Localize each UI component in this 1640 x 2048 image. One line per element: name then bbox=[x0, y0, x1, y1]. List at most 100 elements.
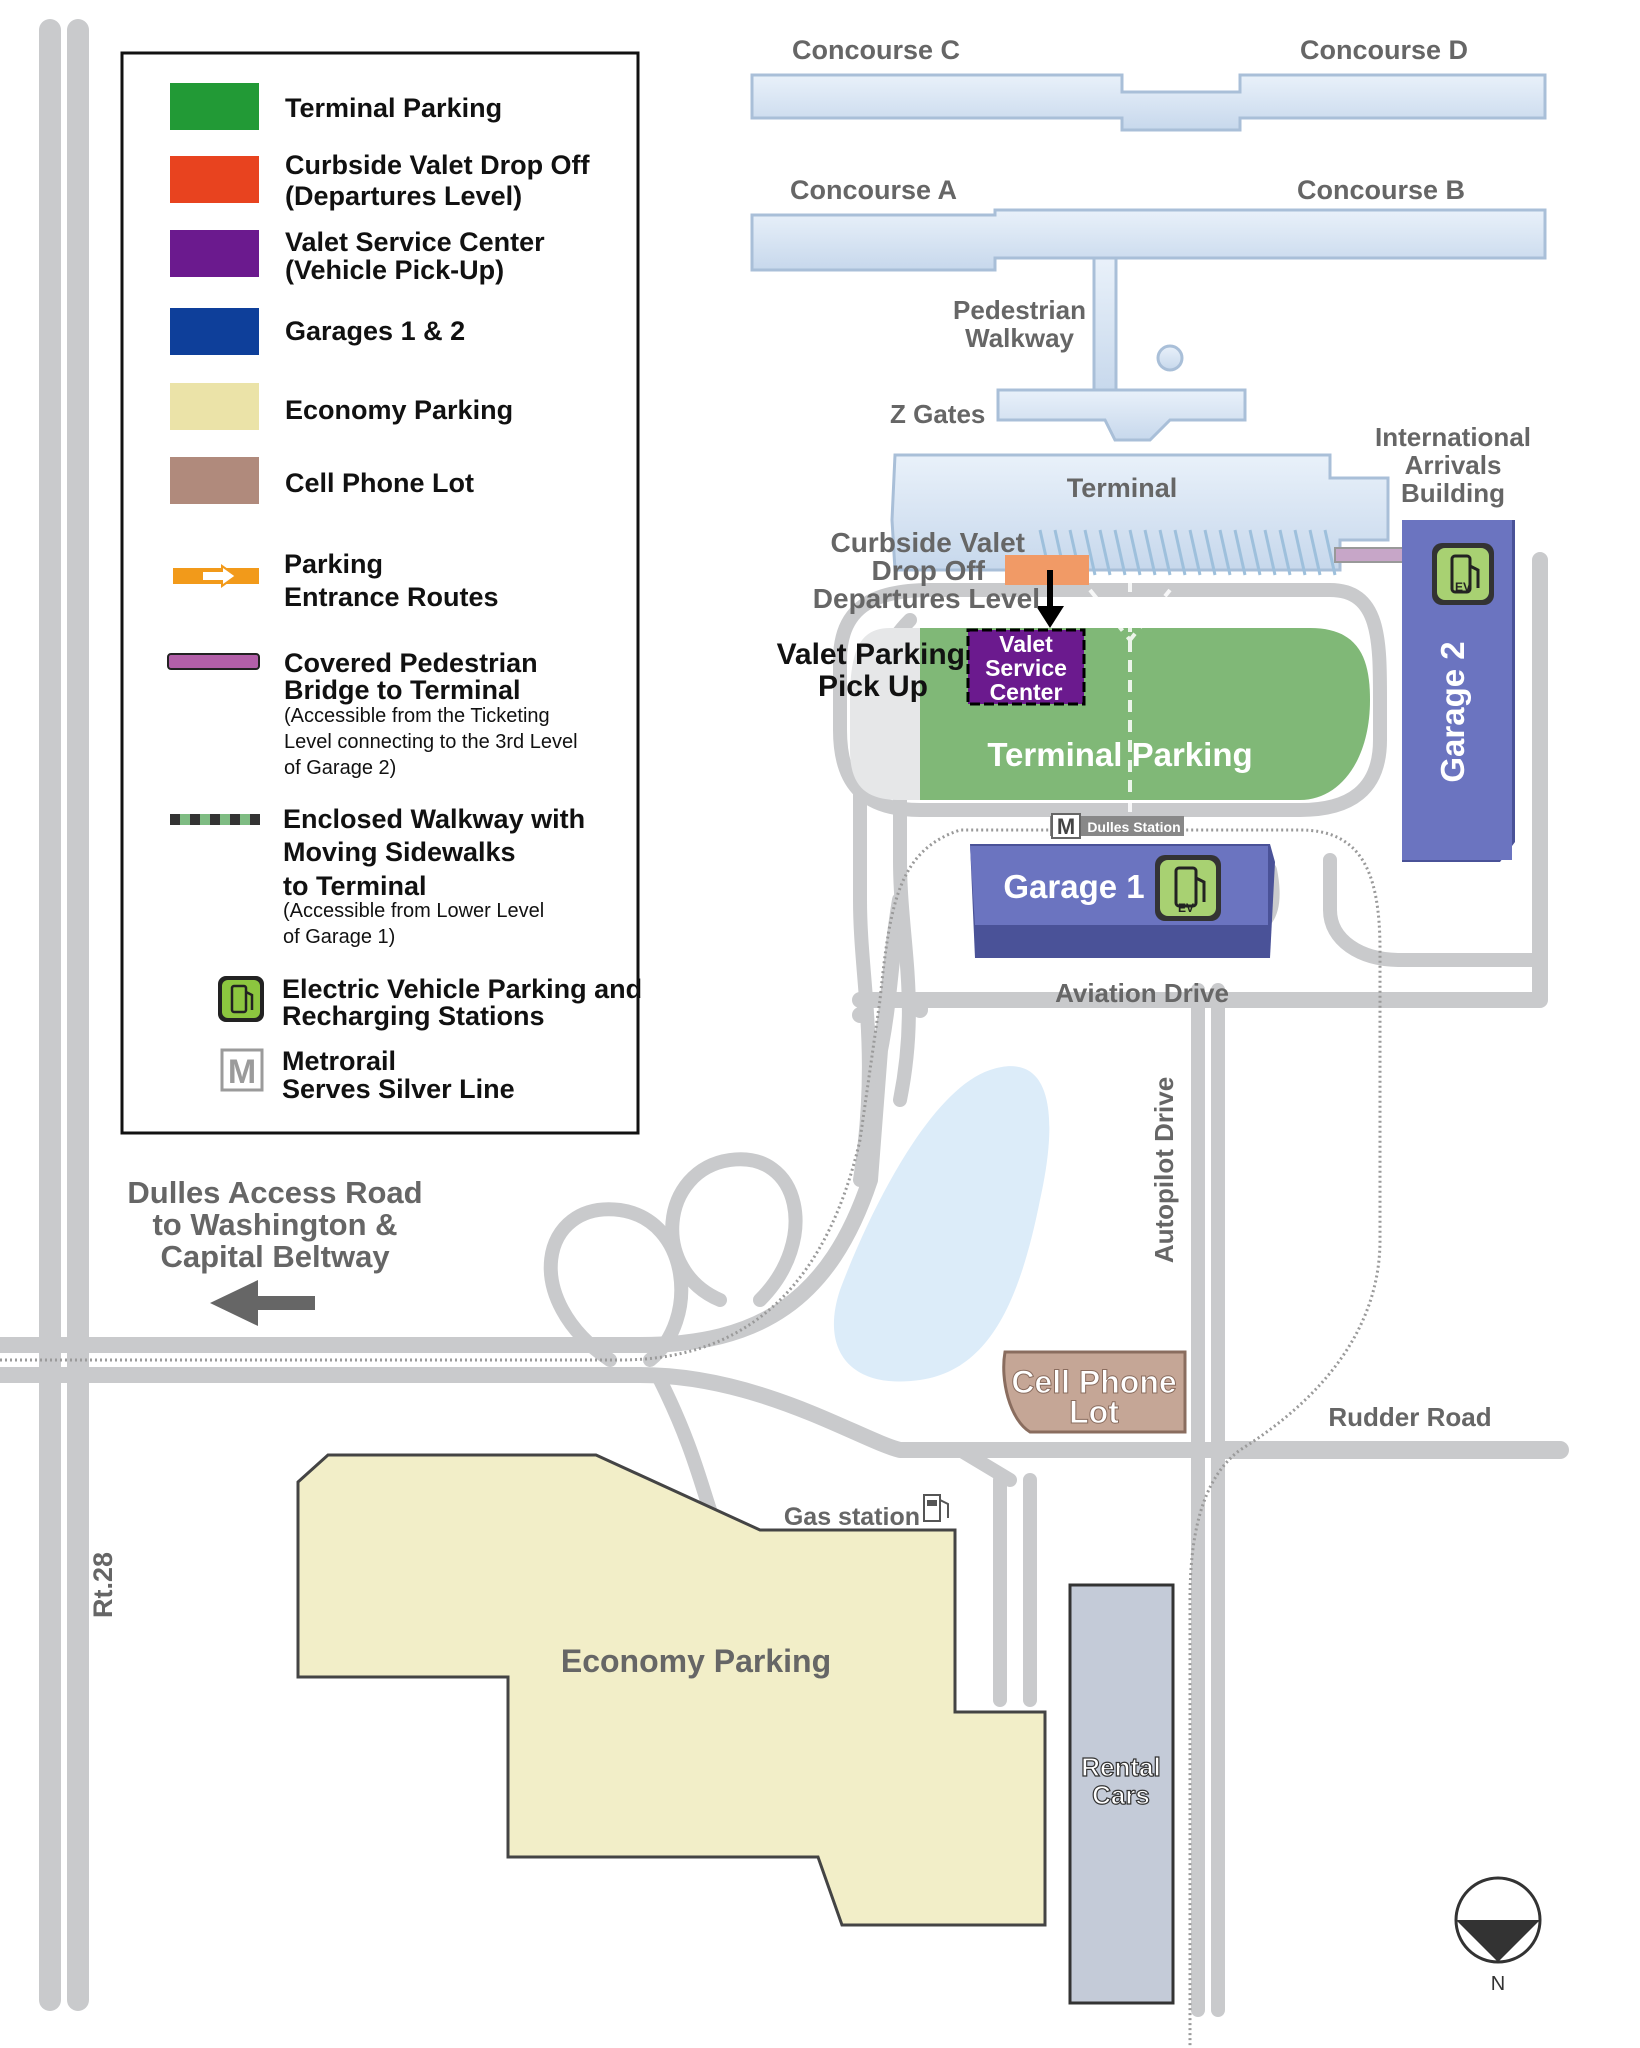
ev-label-garage1: EV bbox=[1178, 901, 1194, 915]
legend-label-ev-2: Recharging Stations bbox=[282, 1001, 545, 1031]
valet-pickup-label-1: Valet Parking bbox=[777, 638, 965, 671]
curbside-valet-label-2: Drop Off bbox=[871, 555, 985, 586]
terminal-ramp-inner bbox=[893, 693, 916, 1107]
concourse-d-label: Concourse D bbox=[1300, 35, 1468, 65]
pedestrian-walkway bbox=[1092, 256, 1118, 395]
legend-label-covered-bridge-2: Bridge to Terminal bbox=[284, 675, 521, 705]
cloverleaf-loop-1 bbox=[665, 1152, 803, 1307]
pond bbox=[833, 1066, 1050, 1382]
intl-arrivals-label-2: Arrivals bbox=[1405, 450, 1502, 480]
ramp-to-economy bbox=[653, 1373, 717, 1517]
cell-phone-lot-label-1: Cell Phone bbox=[1011, 1364, 1176, 1400]
valet-center-label-3: Center bbox=[990, 679, 1063, 705]
cell-phone-lot-label-2: Lot bbox=[1069, 1394, 1119, 1430]
valet-center-label-2: Service bbox=[985, 655, 1067, 681]
aviation-drive bbox=[852, 552, 1548, 1008]
intl-arrivals-label-1: International bbox=[1375, 422, 1531, 452]
legend-swatch-entrance-routes bbox=[173, 564, 259, 588]
intl-arrivals-label-3: Building bbox=[1401, 478, 1505, 508]
legend-ev-icon bbox=[218, 976, 264, 1022]
legend-swatch-garages bbox=[170, 308, 259, 355]
aviation-drive-label: Aviation Drive bbox=[1055, 978, 1229, 1008]
valet-pickup-label-2: Pick Up bbox=[818, 670, 928, 703]
rudder-road-label: Rudder Road bbox=[1328, 1402, 1491, 1432]
access-road-label-2: to Washington & bbox=[152, 1207, 397, 1242]
z-gates-label: Z Gates bbox=[890, 399, 985, 429]
legend-note-covered-bridge-3: of Garage 2) bbox=[284, 757, 396, 779]
legend-label-metrorail-1: Metrorail bbox=[282, 1046, 396, 1076]
legend-label-covered-bridge-1: Covered Pedestrian bbox=[284, 648, 538, 678]
concourse-cd bbox=[750, 73, 1547, 132]
gas-station-label: Gas station bbox=[784, 1503, 920, 1531]
cell-phone-lot-area bbox=[1002, 1350, 1187, 1434]
economy-parking-area bbox=[296, 1453, 1047, 1927]
enclosed-walkway bbox=[1088, 580, 1172, 830]
metro-station bbox=[1050, 813, 1184, 839]
legend-note-enclosed-walkway-1: (Accessible from Lower Level bbox=[283, 900, 544, 922]
legend-label-curbside-valet-2: (Departures Level) bbox=[285, 181, 522, 211]
legend-swatch-economy bbox=[170, 383, 259, 430]
legend-note-covered-bridge-2: Level connecting to the 3rd Level bbox=[284, 731, 578, 753]
curbside-valet-label-1: Curbside Valet bbox=[830, 527, 1025, 558]
terminal-building bbox=[890, 453, 1390, 572]
terminal-parking-label: Terminal Parking bbox=[987, 736, 1252, 773]
concourse-ab bbox=[750, 208, 1547, 272]
legend-label-enclosed-walkway-1: Enclosed Walkway with bbox=[283, 804, 585, 834]
concourse-c-label: Concourse C bbox=[792, 35, 960, 65]
pedestrian-walkway-label-2: Walkway bbox=[965, 323, 1074, 353]
rental-cars-label-1: Rental bbox=[1081, 1752, 1160, 1782]
ev-label-garage2: EV bbox=[1455, 580, 1471, 594]
legend-note-enclosed-walkway-2: of Garage 1) bbox=[283, 926, 395, 948]
legend-label-entrance-routes-2: Entrance Routes bbox=[284, 582, 499, 612]
legend-swatch-enclosed-walkway bbox=[170, 814, 260, 825]
curbside-valet-label-3: Departures Level bbox=[813, 583, 1040, 614]
legend: M Terminal Parking Curbside Valet Drop O… bbox=[120, 51, 642, 1135]
legend-label-enclosed-walkway-3: to Terminal bbox=[283, 871, 427, 901]
rental-cars-area bbox=[1068, 1583, 1175, 2005]
legend-label-valet-center-1: Valet Service Center bbox=[285, 227, 545, 257]
legend-swatch-covered-bridge bbox=[167, 653, 260, 670]
concourse-a-label: Concourse A bbox=[790, 175, 957, 205]
access-road-label-1: Dulles Access Road bbox=[127, 1175, 422, 1210]
legend-metro-letter: M bbox=[228, 1053, 256, 1091]
legend-label-economy: Economy Parking bbox=[285, 395, 513, 425]
garage-2-label: Garage 2 bbox=[1434, 641, 1471, 782]
legend-label-valet-center-2: (Vehicle Pick-Up) bbox=[285, 255, 504, 285]
z-gates-building bbox=[996, 388, 1247, 442]
autopilot-drive-label: Autopilot Drive bbox=[1149, 1077, 1179, 1263]
gas-station-icon bbox=[923, 1494, 949, 1522]
legend-label-entrance-routes-1: Parking bbox=[284, 549, 383, 579]
legend-swatch-valet-center bbox=[170, 230, 259, 277]
metrorail-silver-line bbox=[0, 828, 1382, 2048]
terminal-loop-road bbox=[833, 583, 1387, 817]
legend-label-terminal-parking: Terminal Parking bbox=[285, 93, 502, 123]
garage-1-label: Garage 1 bbox=[1003, 868, 1144, 905]
west-arrow-icon bbox=[210, 1280, 315, 1326]
access-road-label-3: Capital Beltway bbox=[160, 1239, 390, 1274]
garage2-access-road bbox=[1323, 853, 1547, 967]
legend-label-enclosed-walkway-2: Moving Sidewalks bbox=[283, 837, 516, 867]
legend-label-curbside-valet-1: Curbside Valet Drop Off bbox=[285, 150, 591, 180]
legend-note-covered-bridge-1: (Accessible from the Ticketing bbox=[284, 705, 550, 727]
economy-parking-label: Economy Parking bbox=[561, 1643, 831, 1679]
legend-swatch-curbside-valet bbox=[170, 156, 259, 203]
legend-label-cell-phone-lot: Cell Phone Lot bbox=[285, 468, 474, 498]
legend-label-metrorail-2: Serves Silver Line bbox=[282, 1074, 515, 1104]
legend-metro-icon: M bbox=[220, 1048, 264, 1092]
legend-label-garages: Garages 1 & 2 bbox=[285, 316, 465, 346]
ev-charging-icon-garage2 bbox=[1432, 543, 1494, 605]
north-label: N bbox=[1491, 1973, 1505, 1995]
ev-charging-icon-garage1 bbox=[1155, 855, 1221, 921]
rt28-label: Rt.28 bbox=[88, 1552, 118, 1618]
legend-swatch-terminal-parking bbox=[170, 83, 259, 130]
rental-cars-label-2: Cars bbox=[1092, 1780, 1150, 1810]
valet-center-label-1: Valet bbox=[999, 631, 1053, 657]
legend-label-ev-1: Electric Vehicle Parking and bbox=[282, 974, 642, 1004]
concourse-b-label: Concourse B bbox=[1297, 175, 1465, 205]
north-arrow-icon bbox=[1454, 1876, 1542, 1964]
legend-swatch-cell-phone-lot bbox=[170, 457, 259, 504]
terminal-label: Terminal bbox=[1067, 473, 1178, 503]
valet-service-center-block bbox=[966, 628, 1086, 706]
metro-station-letter: M bbox=[1057, 814, 1075, 839]
